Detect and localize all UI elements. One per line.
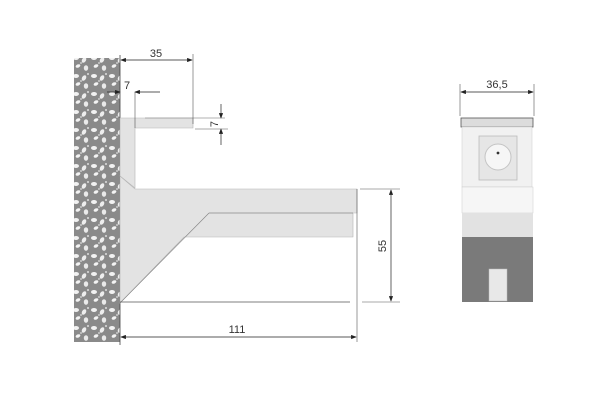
bracket-side-view [119,117,358,304]
dimension-height: 55 [356,188,400,342]
front-light-band [462,213,533,237]
latch-tab [488,268,508,302]
dim-label-55: 55 [377,240,389,252]
dim-label-36-5: 36,5 [486,79,507,91]
dim-label-111: 111 [229,324,246,336]
socket-icon [484,143,512,171]
dimension-lip-offset: 7 [105,80,160,128]
front-top-cap [460,117,534,128]
bracket-top-arm [119,117,194,189]
dimension-length: 111 [120,324,357,340]
dim-label-7-vertical: 7 [209,121,221,127]
dimension-lip-thickness: 7 [195,104,228,145]
wall-section [74,58,120,342]
front-mid-band [461,186,534,214]
bracket-diagonal [119,212,210,304]
dim-label-7-horizontal: 7 [124,80,130,92]
bracket-main-arm [119,175,358,304]
dim-label-35: 35 [150,48,162,60]
dimension-top-depth: 35 [120,48,194,124]
bracket-front-view: 36,5 [459,79,535,302]
